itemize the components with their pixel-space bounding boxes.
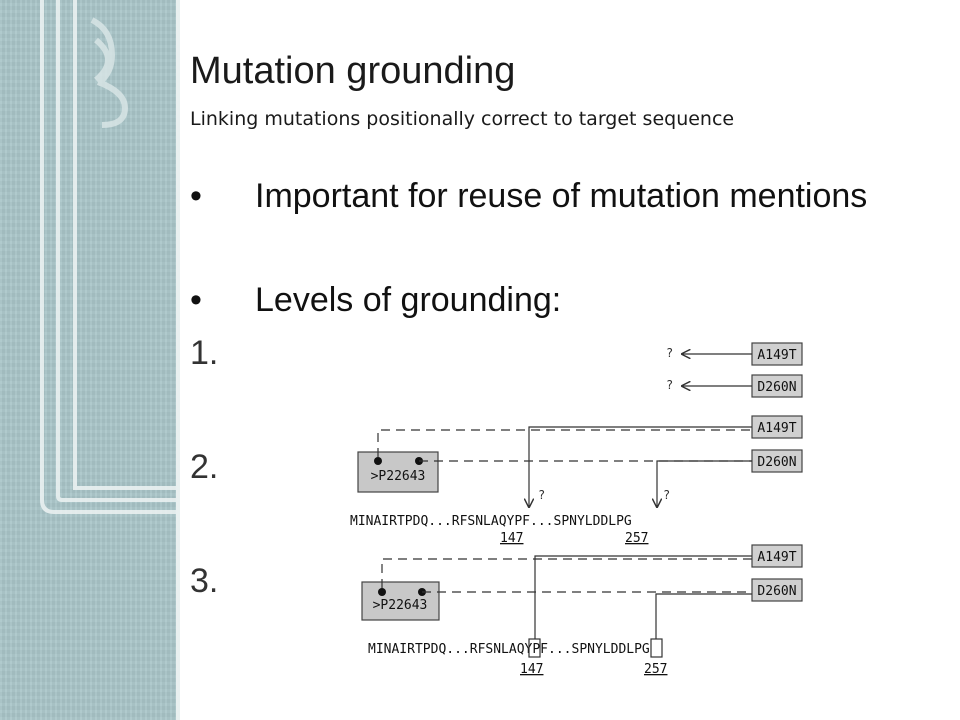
sequence-position: 147 — [520, 662, 543, 677]
mutation-to-sequence-line — [655, 593, 752, 639]
protein-box — [357, 451, 439, 493]
level-number-2: 2. — [190, 448, 219, 486]
protein-label: >P22643 — [373, 598, 428, 613]
protein-sequence: MINAIRTPDQ...RFSNLAQYPF...SPNYLDDLPG — [350, 514, 632, 529]
level-2-group: A149T D260N >P22643 ? ? MINAIRTPDQ...RFS… — [350, 415, 803, 546]
protein-label: >P22643 — [371, 469, 426, 484]
level-1-group: A149T ? D260N ? — [666, 342, 803, 398]
slide-title: Mutation grounding — [190, 50, 516, 92]
bullet-symbol: • — [190, 281, 202, 319]
question-mark: ? — [666, 346, 673, 360]
decorative-side-band — [0, 0, 180, 720]
bullet-symbol: • — [190, 177, 202, 215]
question-mark: ? — [538, 488, 545, 502]
mutation-to-sequence-line — [529, 426, 752, 507]
question-mark: ? — [666, 378, 673, 392]
mutation-label: A149T — [757, 348, 796, 363]
slide-subtitle: Linking mutations positionally correct t… — [190, 108, 735, 130]
band-edge — [176, 0, 180, 720]
residue-highlight — [528, 638, 541, 658]
sequence-position: 147 — [500, 531, 523, 546]
mutation-label: D260N — [757, 584, 796, 599]
mutation-box — [751, 578, 803, 602]
level-number-1: 1. — [190, 334, 219, 372]
dashed-link — [381, 558, 752, 588]
mutation-label: A149T — [757, 421, 796, 436]
mutation-to-sequence-line — [534, 555, 752, 639]
bullet-text: Important for reuse of mutation mentions — [255, 177, 868, 215]
link-dot — [374, 457, 382, 465]
mutation-label: D260N — [757, 455, 796, 470]
mutation-label: D260N — [757, 380, 796, 395]
grounding-diagram: A149T ? D260N ? A149T D260N >P22643 ? ? … — [350, 342, 803, 677]
level-number-3: 3. — [190, 562, 219, 600]
dashed-link — [377, 429, 752, 457]
sequence-position: 257 — [625, 531, 648, 546]
band-texture — [0, 0, 180, 720]
protein-box — [361, 581, 440, 621]
question-mark: ? — [663, 488, 670, 502]
band-ornament — [40, 0, 180, 514]
residue-highlight — [650, 638, 663, 658]
mutation-to-sequence-line — [657, 460, 752, 507]
bullet-text: Levels of grounding: — [255, 281, 562, 319]
level-3-group: A149T D260N >P22643 MINAIRTPDQ...RFSNLAQ… — [361, 544, 803, 677]
protein-sequence: MINAIRTPDQ...RFSNLAQYPF...SPNYLDDLPG — [368, 642, 650, 657]
sequence-position: 257 — [644, 662, 667, 677]
link-dot — [378, 588, 386, 596]
mutation-label: A149T — [757, 550, 796, 565]
